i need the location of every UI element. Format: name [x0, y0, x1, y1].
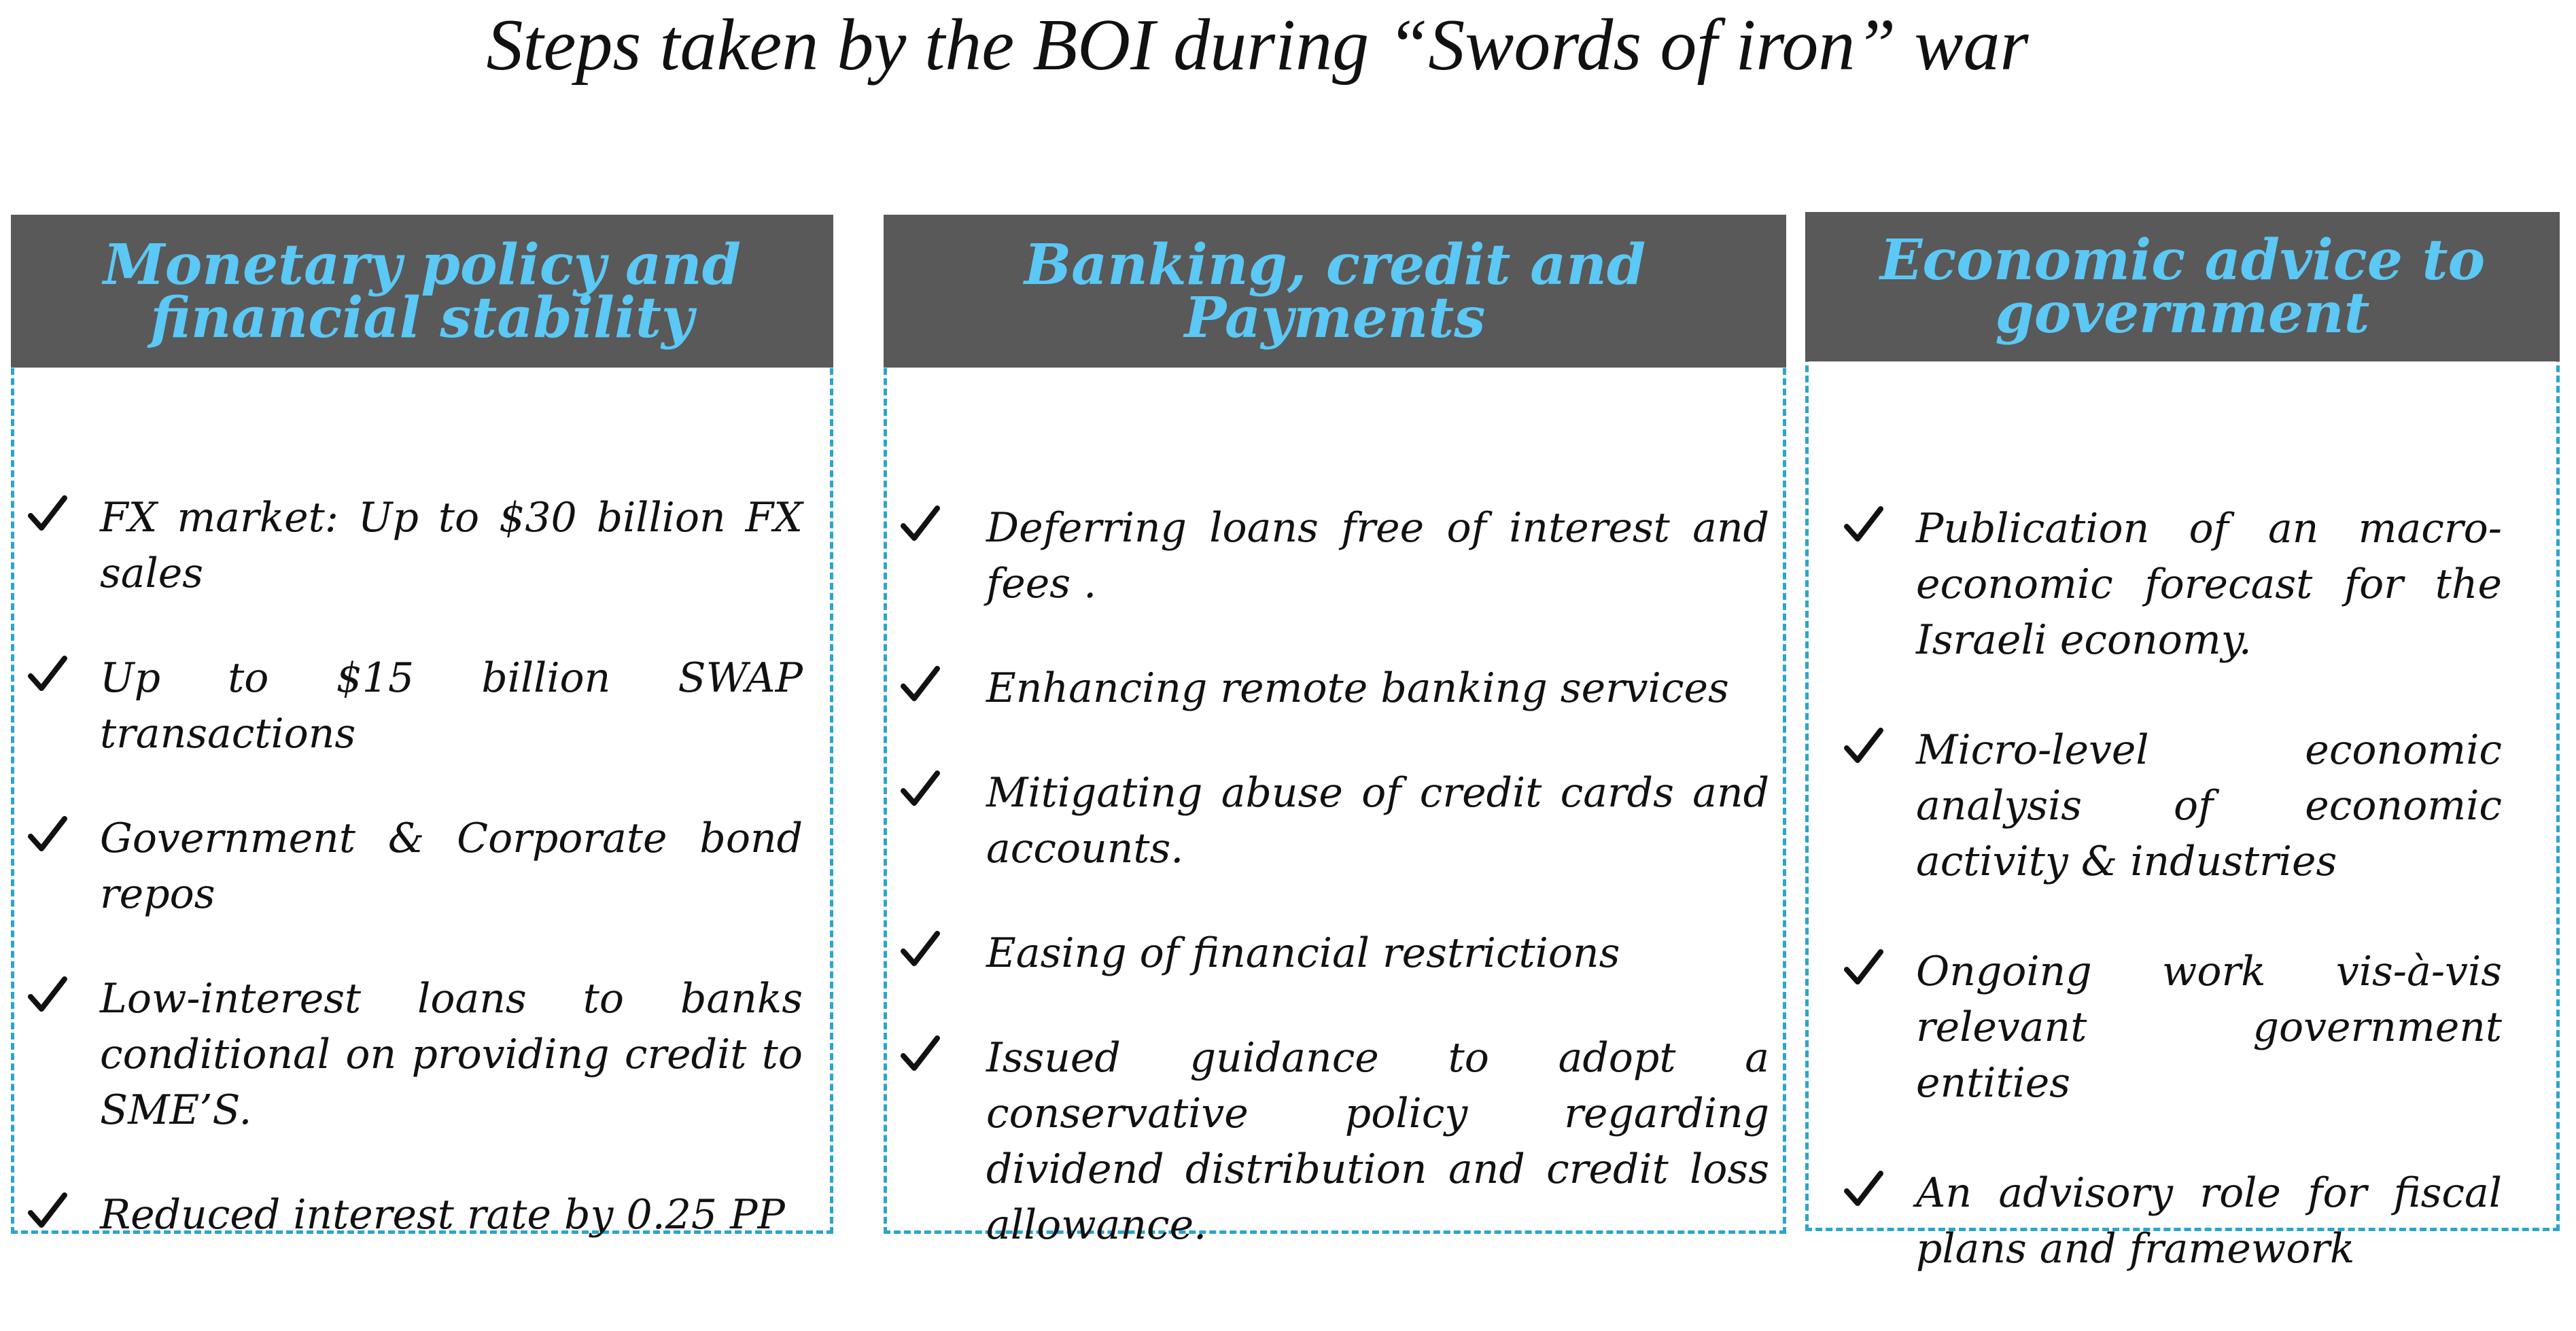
item-list: Deferring loans free of interest and fee… [899, 500, 1769, 1302]
item-list: FX market: Up to $30 billion FX sales Up… [27, 490, 803, 1292]
list-item: Easing of financial restrictions [899, 925, 1769, 981]
panel-economic-advice: Economic advice to government Publicatio… [1805, 212, 2560, 1273]
list-item: Up to $15 billion SWAP transactions [27, 650, 803, 762]
list-item: Issued guidance to adopt a conservative … [899, 1030, 1769, 1253]
list-item: Mitigating abuse of credit cards and acc… [899, 765, 1769, 876]
panel-header: Banking, credit and Payments [884, 215, 1786, 368]
panel-heading: Banking, credit and Payments [1024, 232, 1646, 351]
list-item: Reduced interest rate by 0.25 PP [27, 1187, 803, 1243]
list-item: Deferring loans free of interest and fee… [899, 500, 1769, 611]
checkmark-icon [27, 1190, 69, 1232]
list-item: Low-interest loans to banks conditional … [27, 971, 803, 1138]
item-text: Low-interest loans to banks conditional … [100, 975, 803, 1134]
item-text: Enhancing remote banking services [986, 664, 1729, 712]
panel-header: Economic advice to government [1805, 212, 2560, 361]
checkmark-icon [27, 653, 69, 695]
list-item: Enhancing remote banking services [899, 660, 1769, 716]
item-text: An advisory role for fiscal plans and fr… [1916, 1169, 2502, 1273]
list-item: Publication of an macro-economic forecas… [1843, 501, 2502, 668]
list-item: Ongoing work vis-à-vis relevant governme… [1843, 944, 2502, 1111]
item-text: Ongoing work vis-à-vis relevant governme… [1916, 948, 2502, 1107]
list-item: An advisory role for fiscal plans and fr… [1843, 1165, 2502, 1277]
checkmark-icon [899, 663, 941, 705]
checkmark-icon [27, 974, 69, 1016]
panel-banking-credit: Banking, credit and Payments Deferring l… [884, 215, 1786, 1249]
checkmark-icon [899, 1033, 941, 1075]
list-item: FX market: Up to $30 billion FX sales [27, 490, 803, 601]
checkmark-icon [27, 813, 69, 855]
item-text: Government & Corporate bond repos [100, 815, 803, 918]
panel-monetary-policy: Monetary policy and financial stability … [11, 215, 833, 1239]
list-item: Micro-level economic analysis of economi… [1843, 722, 2502, 889]
item-text: Easing of financial restrictions [986, 929, 1620, 977]
item-text: Reduced interest rate by 0.25 PP [100, 1191, 785, 1239]
item-list: Publication of an macro-economic forecas… [1843, 501, 2502, 1331]
checkmark-icon [899, 503, 941, 545]
item-text: Micro-level economic analysis of economi… [1916, 726, 2502, 885]
item-text: Publication of an macro-economic forecas… [1916, 505, 2502, 664]
panel-heading: Monetary policy and financial stability [103, 232, 742, 351]
item-text: Deferring loans free of interest and fee… [986, 504, 1769, 607]
checkmark-icon [899, 928, 941, 970]
item-text: Mitigating abuse of credit cards and acc… [986, 769, 1769, 872]
checkmark-icon [1843, 946, 1885, 989]
panel-header: Monetary policy and financial stability [11, 215, 833, 368]
checkmark-icon [1843, 1168, 1885, 1210]
item-text: Up to $15 billion SWAP transactions [100, 654, 803, 758]
page-title: Steps taken by the BOI during “Swords of… [486, 5, 2029, 86]
item-text: FX market: Up to $30 billion FX sales [100, 494, 803, 597]
item-text: Issued guidance to adopt a conservative … [986, 1034, 1769, 1249]
panel-heading: Economic advice to government [1879, 228, 2486, 346]
checkmark-icon [899, 768, 941, 810]
checkmark-icon [1843, 503, 1885, 546]
list-item: Government & Corporate bond repos [27, 811, 803, 922]
checkmark-icon [27, 493, 69, 535]
checkmark-icon [1843, 725, 1885, 767]
